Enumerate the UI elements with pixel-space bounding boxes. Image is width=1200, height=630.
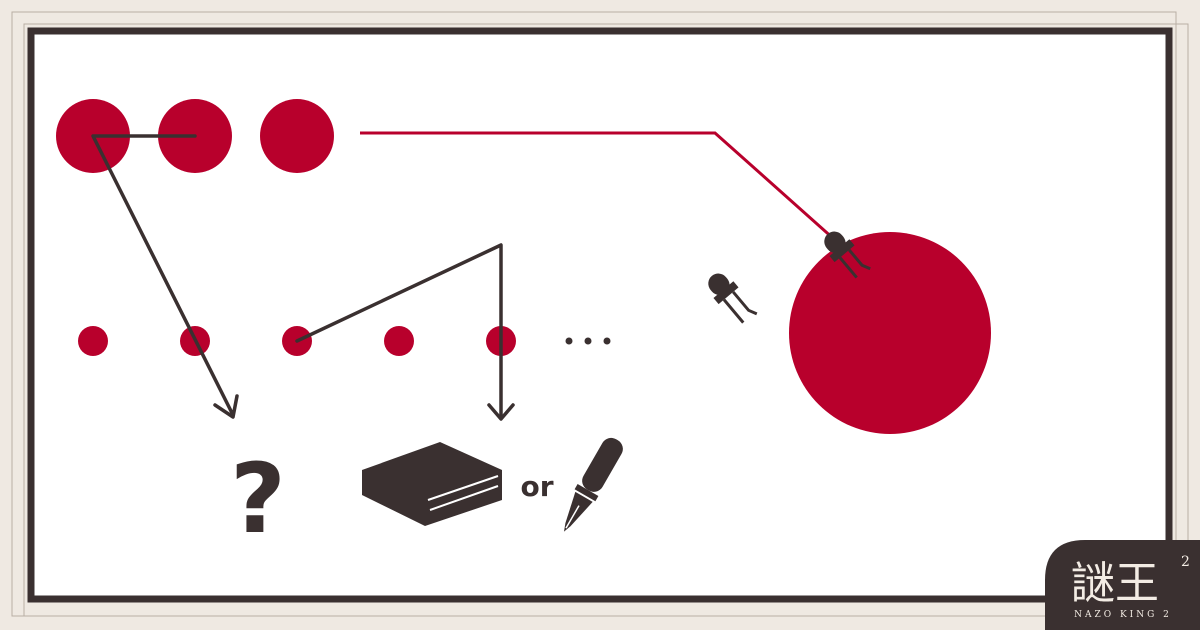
- arrow-icon: [91, 134, 235, 417]
- outer-thin-frame-2: [23, 23, 1189, 617]
- arrow-head-icon: [213, 394, 239, 419]
- or-label: or: [520, 470, 553, 503]
- book-icon: [362, 442, 502, 526]
- big-red-circle: [789, 232, 991, 434]
- ellipsis: [565, 337, 611, 345]
- red-wire: [360, 131, 836, 242]
- logo-title: 謎王: [1071, 558, 1159, 609]
- small-dot-1: [78, 326, 108, 356]
- arrow-icon: [295, 243, 503, 420]
- fountain-pen-icon: [564, 437, 623, 532]
- small-dot-4: [384, 326, 414, 356]
- led-icon: [708, 273, 758, 324]
- question-mark: ?: [230, 443, 286, 555]
- led-icon: [824, 231, 871, 279]
- large-dot-3: [260, 99, 334, 173]
- logo-superscript: 2: [1181, 554, 1190, 570]
- logo-subtitle: NAZO KING 2: [1074, 610, 1172, 620]
- nazo-king-logo: 謎王 2 NAZO KING 2: [1045, 540, 1200, 630]
- arrow-head-icon: [487, 403, 515, 421]
